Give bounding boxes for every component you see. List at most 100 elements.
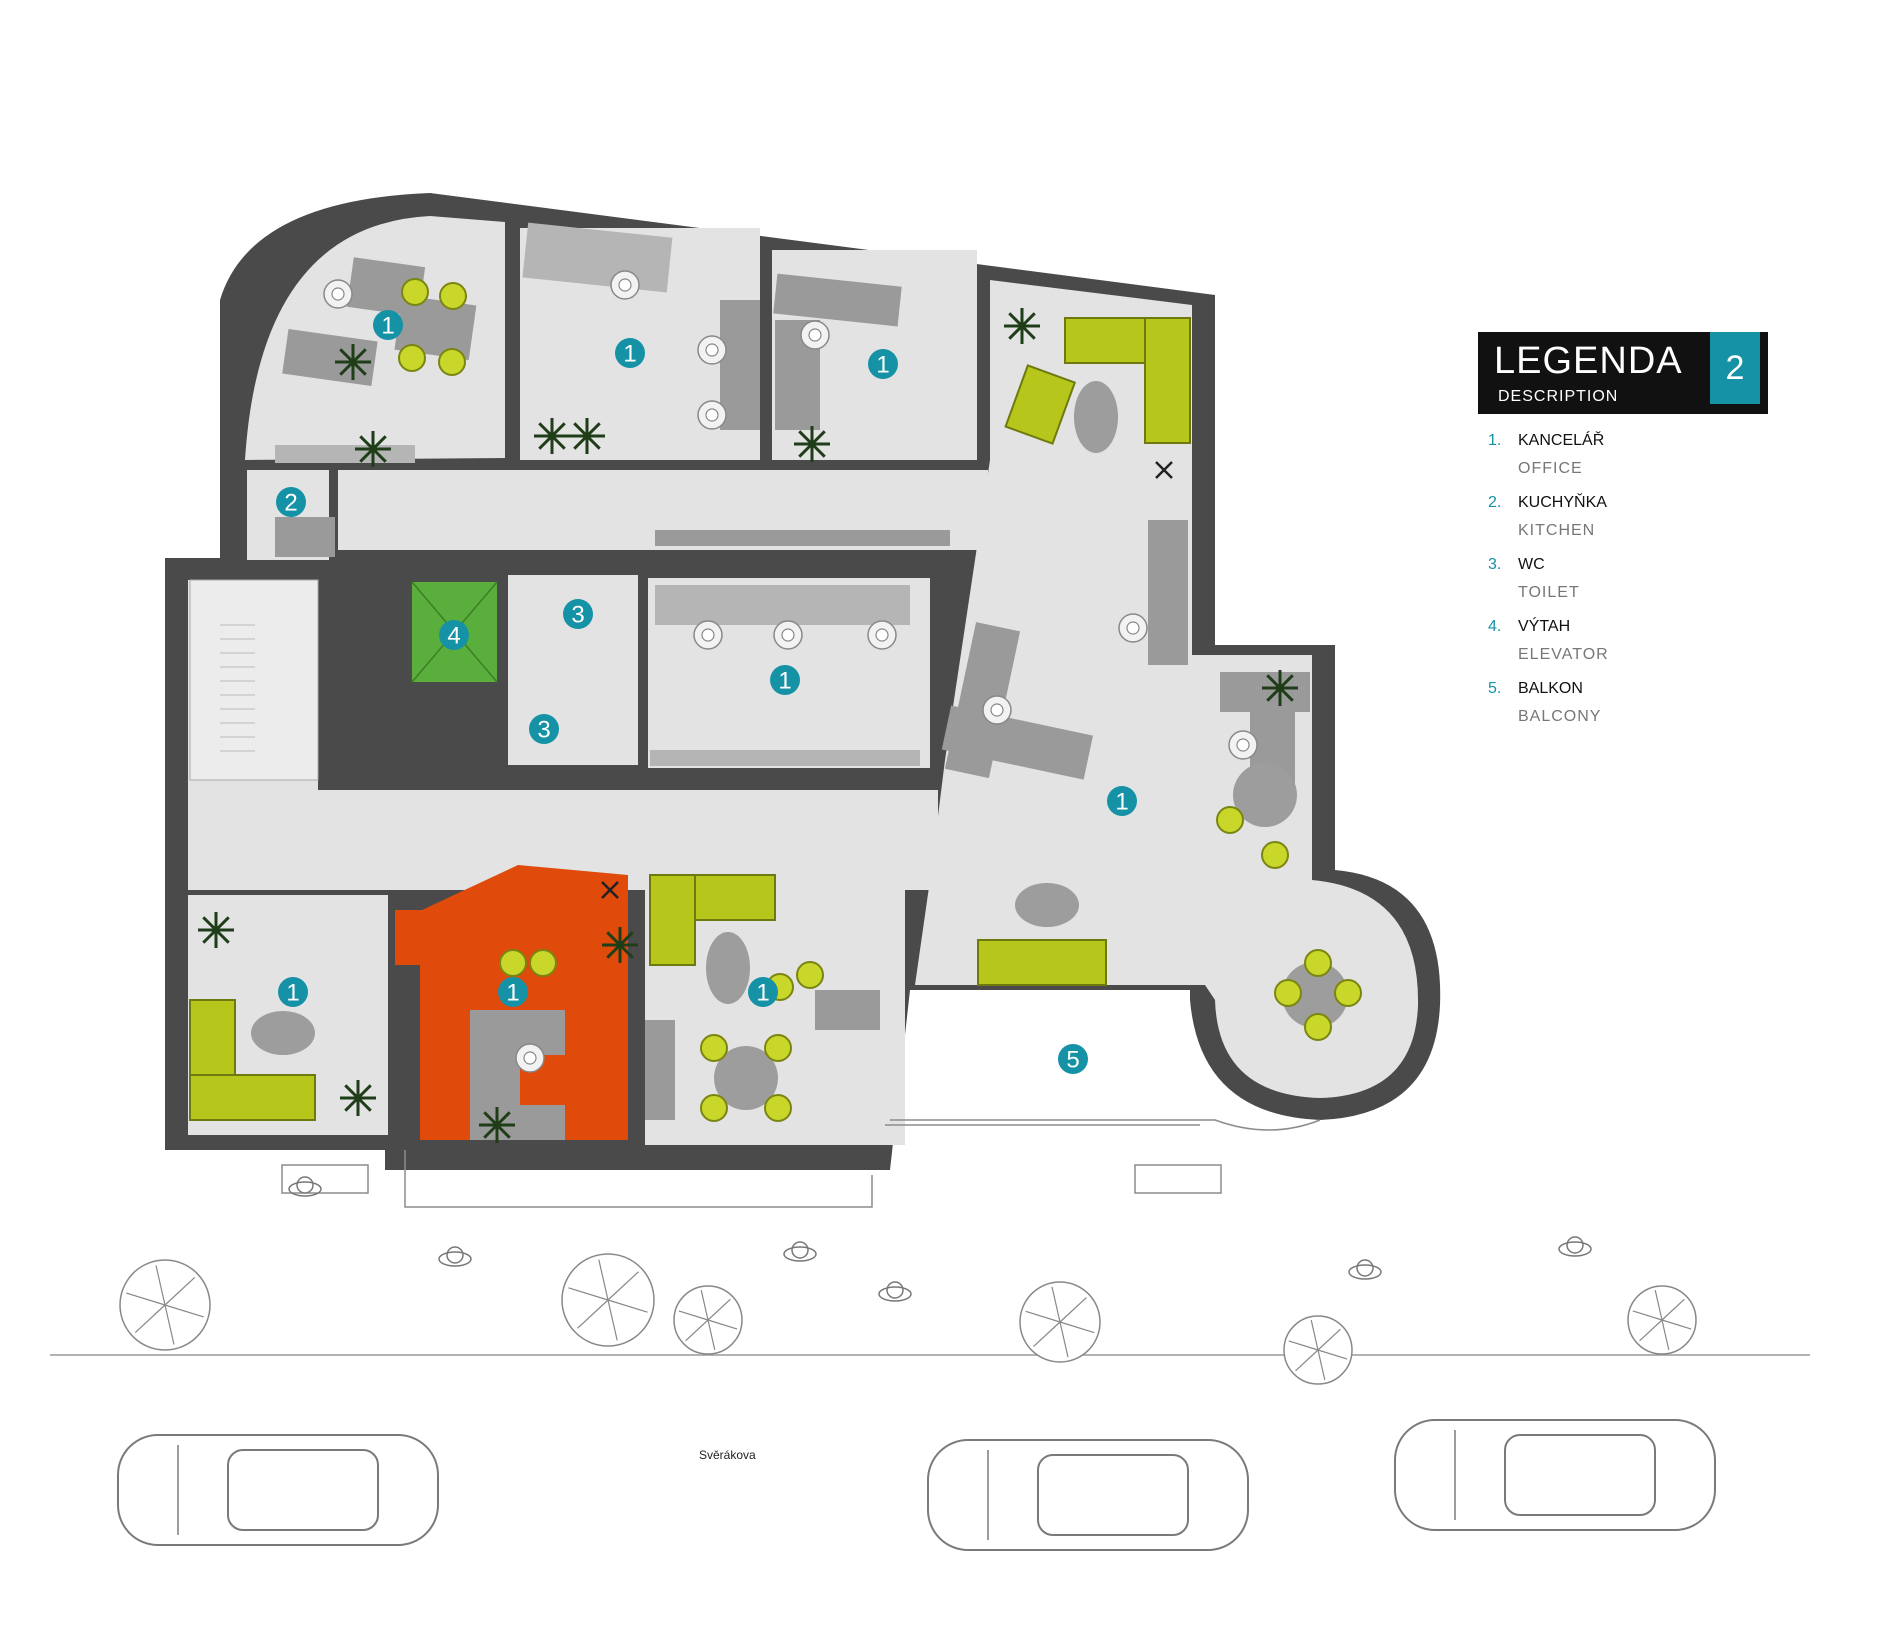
chair xyxy=(401,278,429,306)
person-icon xyxy=(515,1043,545,1073)
plants xyxy=(198,308,1298,1143)
plant-icon xyxy=(340,1080,376,1116)
legend-item: 2.KUCHYŇKA KITCHEN xyxy=(1488,494,1768,540)
room-markers: 1 1 1 1 1 1 1 1 2 3 3 4 5 xyxy=(276,310,1137,1074)
legend-item-name: VÝTAH xyxy=(1518,618,1571,635)
person-icon xyxy=(697,335,727,365)
plant-icon xyxy=(1262,670,1298,706)
marker-office: 1 xyxy=(748,977,778,1007)
plant-icon xyxy=(198,912,234,948)
chair xyxy=(529,949,557,977)
pedestrian-icon xyxy=(1348,1259,1382,1280)
svg-text:3: 3 xyxy=(571,602,584,629)
cross-marks xyxy=(601,461,1173,899)
chair xyxy=(1304,1013,1332,1041)
chair xyxy=(398,344,426,372)
legend-subtitle: DESCRIPTION xyxy=(1498,388,1619,405)
marker-office: 1 xyxy=(770,665,800,695)
legend-items: 1.KANCELÁŘ OFFICE 2.KUCHYŇKA KITCHEN 3.W… xyxy=(1478,432,1768,726)
legend-header: LEGENDA DESCRIPTION 2 xyxy=(1478,332,1768,414)
chair xyxy=(700,1034,728,1062)
pedestrian-icon xyxy=(288,1176,322,1197)
chair xyxy=(796,961,824,989)
legend-item-number: 1. xyxy=(1488,432,1502,449)
pedestrians xyxy=(288,1176,1592,1302)
staircase xyxy=(189,579,319,781)
marker-kitchen: 2 xyxy=(276,487,306,517)
person-icon xyxy=(1228,730,1258,760)
legend-item-description: BALCONY xyxy=(1518,708,1602,725)
svg-text:1: 1 xyxy=(876,352,889,379)
marker-office: 1 xyxy=(498,977,528,1007)
svg-text:1: 1 xyxy=(286,980,299,1007)
chair xyxy=(499,949,527,977)
plant-icon xyxy=(569,418,605,454)
legend-item-description: TOILET xyxy=(1518,584,1580,601)
pedestrian-icon xyxy=(438,1246,472,1267)
chair xyxy=(1304,949,1332,977)
svg-text:1: 1 xyxy=(506,980,519,1007)
chair xyxy=(439,282,467,310)
street-name: Svěrákova xyxy=(699,1448,756,1462)
person-icon xyxy=(867,620,897,650)
sofas xyxy=(189,317,1191,1121)
car-icon xyxy=(927,1439,1249,1551)
cars xyxy=(117,1419,1716,1551)
person-icon xyxy=(610,270,640,300)
marker-office: 1 xyxy=(278,977,308,1007)
person-icon xyxy=(697,400,727,430)
chair xyxy=(438,348,466,376)
person-icon xyxy=(982,695,1012,725)
svg-text:1: 1 xyxy=(756,980,769,1007)
legend-item-number: 2. xyxy=(1488,494,1502,511)
chair xyxy=(1334,979,1362,1007)
plant-icon xyxy=(479,1107,515,1143)
chair xyxy=(1261,841,1289,869)
chair xyxy=(700,1094,728,1122)
marker-office: 1 xyxy=(1107,786,1137,816)
marker-office: 1 xyxy=(373,310,403,340)
floor-number-badge: 2 xyxy=(1710,332,1760,404)
tree-icon xyxy=(673,1285,743,1355)
legend-item-name: KUCHYŇKA xyxy=(1518,494,1607,511)
tree-icon xyxy=(119,1259,211,1351)
chairs xyxy=(398,278,1362,1122)
legend-item-description: ELEVATOR xyxy=(1518,646,1609,663)
benches xyxy=(281,1164,1222,1194)
svg-text:1: 1 xyxy=(1115,789,1128,816)
svg-text:1: 1 xyxy=(381,313,394,340)
pedestrian-icon xyxy=(878,1281,912,1302)
pedestrian-icon xyxy=(1558,1236,1592,1257)
legend-item-name: BALKON xyxy=(1518,680,1583,697)
svg-text:1: 1 xyxy=(778,668,791,695)
legend-item-number: 5. xyxy=(1488,680,1502,697)
desks xyxy=(275,222,1310,1140)
marker-balcony: 5 xyxy=(1058,1044,1088,1074)
legend-item: 5. BALKON BALCONY xyxy=(1488,680,1768,726)
person-icon xyxy=(800,320,830,350)
svg-text:1: 1 xyxy=(623,341,636,368)
tree-icon xyxy=(1283,1315,1353,1385)
person-icon xyxy=(1118,613,1148,643)
trees xyxy=(119,1253,1697,1385)
people xyxy=(323,270,1258,1073)
legend-item: 4. VÝTAH ELEVATOR xyxy=(1488,618,1768,664)
tree-icon xyxy=(561,1253,655,1347)
person-icon xyxy=(773,620,803,650)
legend-item: 1.KANCELÁŘ OFFICE xyxy=(1488,432,1768,478)
marker-elevator: 4 xyxy=(439,620,469,650)
legend-item-number: 4. xyxy=(1488,618,1502,635)
marker-office: 1 xyxy=(615,338,645,368)
plant-icon xyxy=(335,344,371,380)
svg-text:5: 5 xyxy=(1066,1047,1079,1074)
plant-icon xyxy=(1004,308,1040,344)
person-icon xyxy=(693,620,723,650)
balcony-outline xyxy=(404,1119,1321,1208)
plant-icon xyxy=(355,431,391,467)
chair xyxy=(1216,806,1244,834)
legend-item-name: KANCELÁŘ xyxy=(1518,432,1605,449)
car-icon xyxy=(1394,1419,1716,1531)
legend-item-number: 3. xyxy=(1488,556,1502,573)
legend-item-name: WC xyxy=(1518,556,1545,573)
